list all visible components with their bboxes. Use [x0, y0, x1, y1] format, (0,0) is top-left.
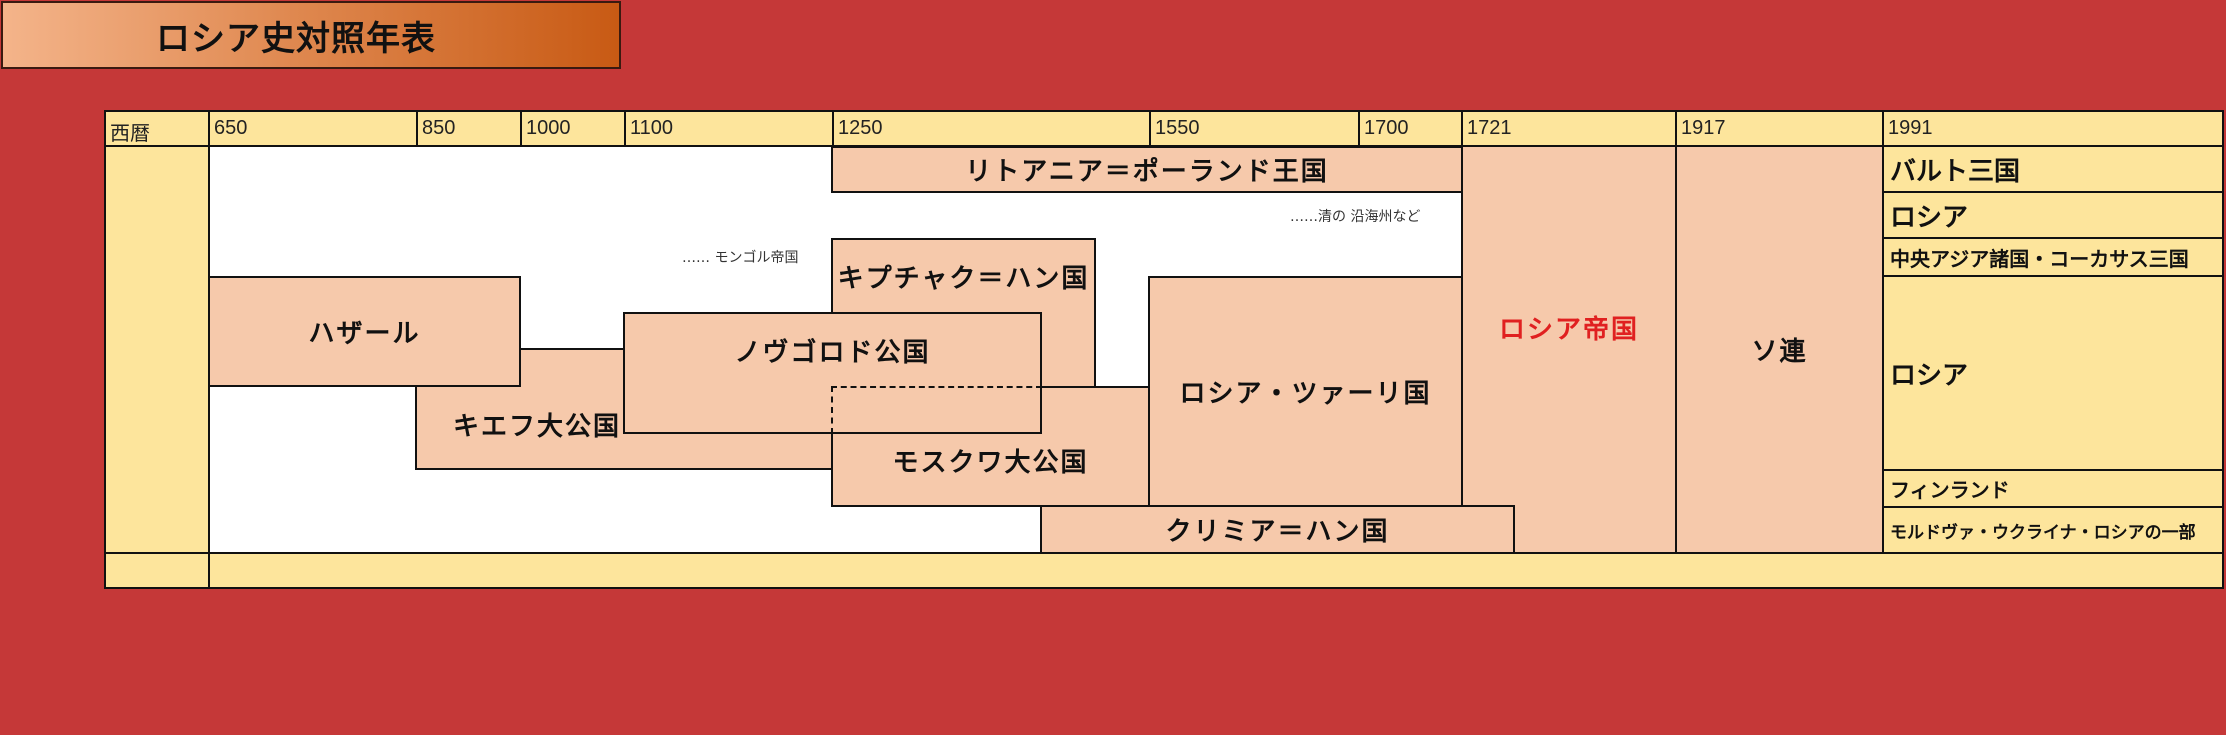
mongol-overlap-dashed	[831, 386, 1042, 434]
header-label: 西暦	[104, 110, 210, 147]
successor-russia-2: ロシア	[1882, 275, 2224, 471]
year-1991: 1991	[1882, 110, 2224, 147]
state-soviet-union: ソ連	[1675, 145, 1884, 554]
state-tsardom: ロシア・ツァーリ国	[1148, 276, 1463, 507]
successor-baltic: バルト三国	[1882, 145, 2224, 193]
successor-moldova-ukraine: モルドヴァ・ウクライナ・ロシアの一部	[1882, 506, 2224, 554]
year-1000: 1000	[520, 110, 626, 147]
note-mongol-empire: …… モンゴル帝国	[682, 250, 799, 266]
footer-row	[208, 552, 2224, 589]
state-russian-empire: ロシア帝国	[1461, 145, 1677, 554]
successor-russia-1: ロシア	[1882, 191, 2224, 239]
state-khazar: ハザール	[208, 276, 521, 387]
note-qing-primorye: ……清の 沿海州など	[1290, 209, 1421, 225]
year-650: 650	[208, 110, 418, 147]
year-1721: 1721	[1461, 110, 1677, 147]
successor-central-asia: 中央アジア諸国・コーカサス三国	[1882, 237, 2224, 277]
year-1917: 1917	[1675, 110, 1884, 147]
successor-finland: フィンランド	[1882, 469, 2224, 508]
year-1250: 1250	[832, 110, 1151, 147]
year-1550: 1550	[1149, 110, 1360, 147]
label-column	[104, 145, 210, 554]
year-850: 850	[416, 110, 522, 147]
year-1100: 1100	[624, 110, 834, 147]
footer-label-cell	[104, 552, 210, 589]
year-1700: 1700	[1358, 110, 1463, 147]
page-title: ロシア史対照年表	[1, 1, 621, 69]
state-lithuania: リトアニア＝ポーランド王国	[831, 146, 1463, 193]
state-crimea: クリミア＝ハン国	[1040, 505, 1515, 554]
